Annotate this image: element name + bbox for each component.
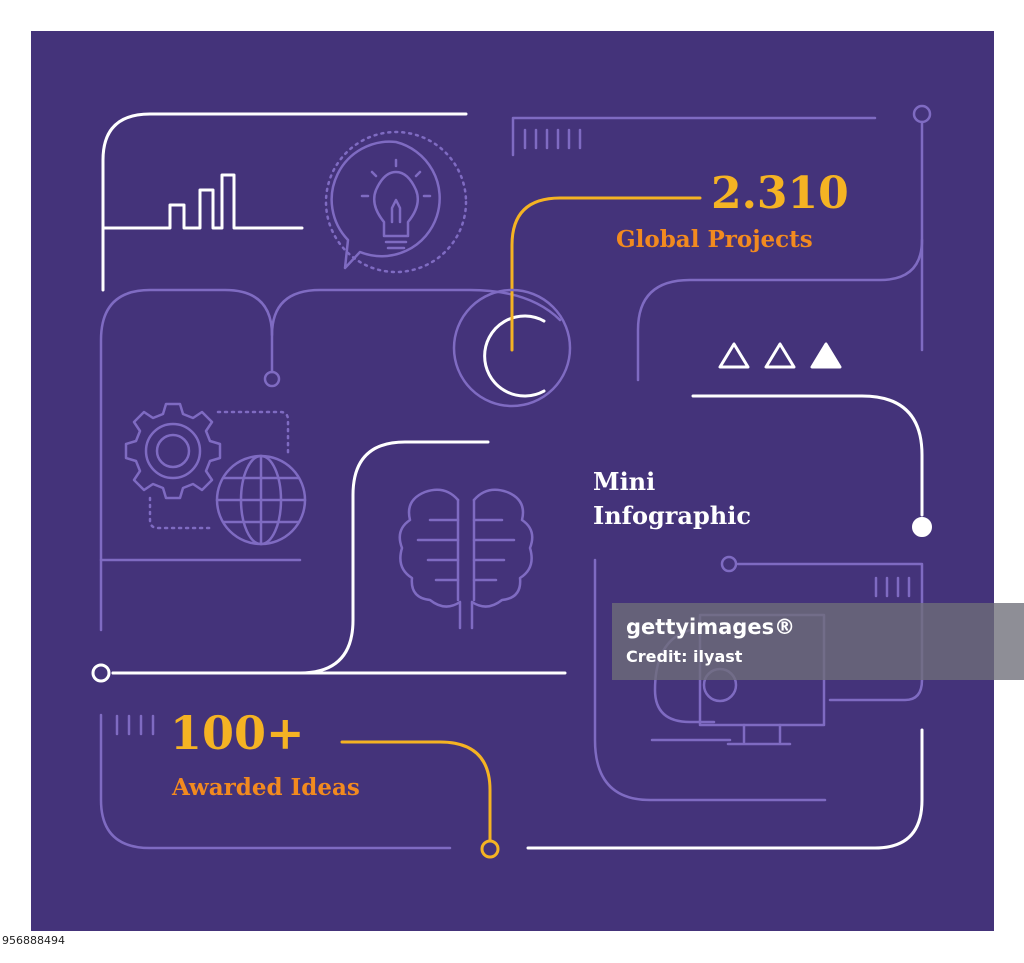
node-dot xyxy=(912,104,932,124)
projects-label-word: Global xyxy=(616,226,700,253)
mini-title-line: Mini xyxy=(593,467,656,496)
ideas-label: Awarded Ideas xyxy=(172,774,360,801)
brain-icon xyxy=(398,488,534,630)
accent-connector-lines xyxy=(340,196,702,842)
watermark-logo: gettyimages® xyxy=(626,615,796,639)
ring-decoration xyxy=(452,288,572,408)
node-dot xyxy=(263,370,281,388)
globe-icon xyxy=(215,454,307,546)
node-dot xyxy=(720,555,738,573)
lightbulb-icon xyxy=(324,130,468,274)
ideas-label-word: Ideas xyxy=(290,774,360,801)
watermark-bar: gettyimages® Credit: ilyast xyxy=(612,603,1024,680)
mini-title-line: Infographic xyxy=(593,501,751,530)
ideas-label-word: Awarded xyxy=(172,774,283,801)
mini-infographic-title: Mini Infographic xyxy=(593,465,751,533)
ideas-count: 100+ xyxy=(170,706,305,760)
projects-label: Global Projects xyxy=(616,226,813,253)
infographic-panel xyxy=(31,31,994,931)
image-id-label: 956888494 xyxy=(2,934,65,947)
watermark-credit: Credit: ilyast xyxy=(626,647,743,666)
tick-marks xyxy=(115,128,911,736)
muted-connector-lines xyxy=(99,116,924,850)
node-dot xyxy=(480,839,500,859)
triangles-icon xyxy=(718,342,842,369)
white-connector-lines xyxy=(101,112,924,850)
projects-count: 2.310 xyxy=(711,168,849,219)
dotted-frame xyxy=(216,410,290,457)
dotted-frame xyxy=(148,496,212,530)
node-dot xyxy=(912,517,932,537)
node-dot xyxy=(91,663,111,683)
gear-icon xyxy=(124,402,222,500)
projects-label-word: Projects xyxy=(707,226,813,253)
